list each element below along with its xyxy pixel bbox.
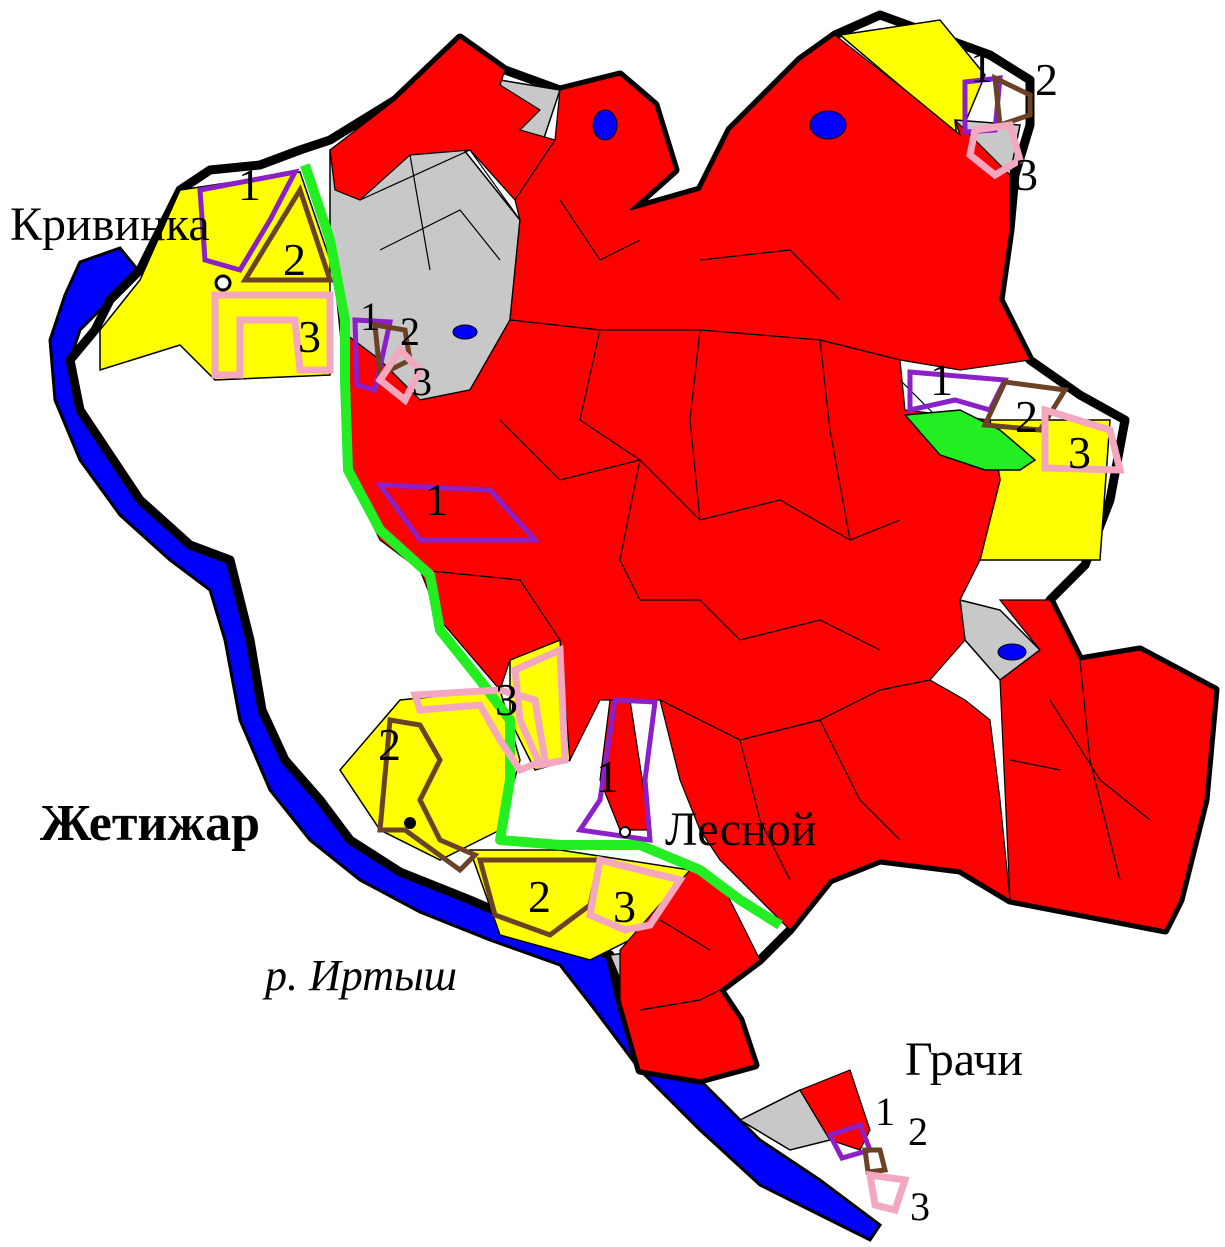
zhetizhar-point xyxy=(404,817,416,829)
zone-label: 2 xyxy=(528,871,551,922)
zone-label: 2 xyxy=(1015,391,1038,442)
zone-label: 1 xyxy=(360,294,380,339)
green-corridor xyxy=(300,163,783,930)
zone-label: 1 xyxy=(238,159,261,210)
zone-labels: 1 2 3 1 2 3 1 2 3 1 2 3 1 2 3 1 2 3 1 2 … xyxy=(238,41,1091,1229)
zone-label: 3 xyxy=(298,311,321,362)
zone-3-outlines xyxy=(211,121,1125,1215)
zone-label: 1 xyxy=(425,474,448,525)
lesnoy-label: Лесной xyxy=(665,803,816,856)
zone-label: 1 xyxy=(970,41,993,92)
zone-label: 3 xyxy=(1015,149,1038,200)
river-label: р. Иртыш xyxy=(262,951,457,1000)
zhetizhar-label: Жетижар xyxy=(40,795,260,852)
zone-label: 1 xyxy=(596,751,619,802)
zone-label: 3 xyxy=(495,674,518,725)
zone-label: 3 xyxy=(613,881,636,932)
field-lines xyxy=(359,149,1151,1011)
grachi-label: Грачи xyxy=(905,1033,1023,1086)
zone-label: 1 xyxy=(930,354,953,405)
zone-label: 3 xyxy=(1068,427,1091,478)
zone-label: 2 xyxy=(1035,54,1058,105)
zone-label: 1 xyxy=(875,1089,895,1134)
krivinka-label: Кривинка xyxy=(10,198,210,251)
lesnoy-point xyxy=(619,826,631,838)
krivinka-point xyxy=(214,274,232,292)
zone-label: 2 xyxy=(283,234,306,285)
green-patch xyxy=(903,409,1037,471)
zone-label: 3 xyxy=(412,359,432,404)
farmland xyxy=(329,34,1216,1151)
water-bodies xyxy=(452,109,1027,661)
zone-label: 3 xyxy=(910,1184,930,1229)
zone-label: 2 xyxy=(378,719,401,770)
zone-label: 2 xyxy=(908,1109,928,1154)
zone-label: 2 xyxy=(400,309,420,354)
